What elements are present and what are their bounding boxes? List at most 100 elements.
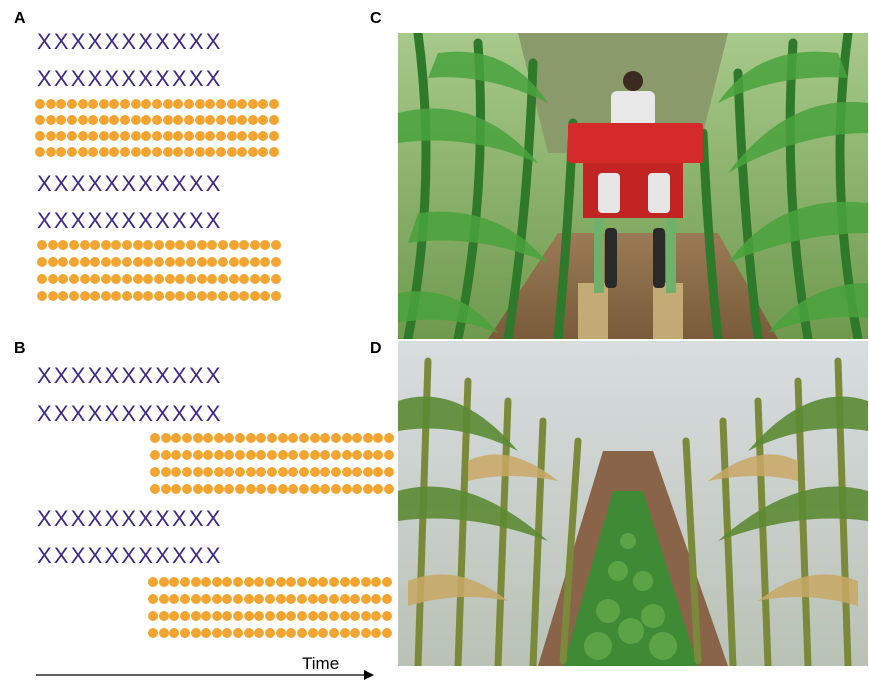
soybean-plant-dot	[171, 450, 182, 460]
soybean-plant-dot	[330, 450, 341, 460]
soybean-row	[150, 484, 395, 494]
tractor-maize-illustration	[398, 33, 868, 339]
soybean-plant-dot	[298, 467, 309, 477]
soybean-plant-dot	[296, 628, 307, 638]
soybean-plant-dot	[307, 577, 318, 587]
soybean-plant-dot	[298, 450, 309, 460]
soybean-plant-dot	[77, 99, 88, 109]
soybean-plant-dot	[256, 467, 267, 477]
soybean-plant-dot	[194, 115, 205, 125]
soybean-plant-dot	[122, 240, 133, 250]
soybean-plant-dot	[260, 291, 271, 301]
soybean-plant-dot	[330, 467, 341, 477]
soybean-plant-dot	[77, 147, 88, 157]
soybean-plant-dot	[320, 450, 331, 460]
soybean-plant-dot	[109, 131, 120, 141]
soybean-plant-dot	[341, 484, 352, 494]
soybean-plant-dot	[77, 131, 88, 141]
soybean-plant-dot	[318, 628, 329, 638]
soybean-plant-dot	[132, 291, 143, 301]
soybean-row	[35, 147, 280, 157]
soybean-plant-dot	[205, 131, 216, 141]
soybean-plant-dot	[158, 628, 169, 638]
soybean-plant-dot	[203, 433, 214, 443]
soybean-plant-dot	[130, 147, 141, 157]
soybean-plant-dot	[339, 577, 350, 587]
soybean-plant-dot	[190, 611, 201, 621]
soybean-plant-dot	[360, 577, 371, 587]
soybean-plant-dot	[203, 467, 214, 477]
soybean-plant-dot	[247, 147, 258, 157]
soybean-plant-dot	[58, 291, 69, 301]
soybean-plant-dot	[215, 131, 226, 141]
soybean-plant-dot	[88, 99, 99, 109]
soybean-plant-dot	[267, 433, 278, 443]
soybean-plant-dot	[100, 274, 111, 284]
soybean-plant-dot	[217, 240, 228, 250]
soybean-plant-dot	[256, 433, 267, 443]
soybean-row	[148, 594, 393, 604]
maize-row: XXXXXXXXXXX	[37, 208, 223, 233]
soybean-plant-dot	[35, 115, 45, 125]
soybean-plant-dot	[143, 274, 154, 284]
soybean-plant-dot	[275, 628, 286, 638]
soybean-plant-dot	[258, 115, 269, 125]
soybean-plant-dot	[154, 240, 165, 250]
soybean-plant-dot	[148, 594, 158, 604]
soybean-plant-dot	[194, 99, 205, 109]
soybean-plant-dot	[152, 131, 163, 141]
soybean-plant-dot	[213, 484, 224, 494]
soybean-plant-dot	[269, 115, 280, 125]
soybean-plant-dot	[88, 131, 99, 141]
soybean-plant-dot	[222, 594, 233, 604]
soybean-plant-dot	[207, 240, 218, 250]
soybean-plant-dot	[185, 274, 196, 284]
soybean-plant-dot	[265, 628, 276, 638]
soybean-plant-dot	[275, 611, 286, 621]
soybean-plant-dot	[235, 484, 246, 494]
soybean-plant-dot	[245, 433, 256, 443]
soybean-plant-dot	[320, 433, 331, 443]
soybean-plant-dot	[185, 257, 196, 267]
soybean-plant-dot	[288, 433, 299, 443]
soybean-plant-dot	[164, 240, 175, 250]
soybean-plant-dot	[362, 467, 373, 477]
soybean-plant-dot	[320, 467, 331, 477]
soybean-plant-dot	[254, 611, 265, 621]
maize-row: XXXXXXXXXXX	[37, 29, 223, 54]
soybean-plant-dot	[173, 99, 184, 109]
soybean-plant-dot	[181, 467, 192, 477]
maize-row: XXXXXXXXXXX	[37, 66, 223, 91]
soybean-plant-dot	[373, 450, 384, 460]
soybean-plant-dot	[360, 628, 371, 638]
soybean-plant-dot	[352, 433, 363, 443]
soybean-plant-dot	[228, 291, 239, 301]
soybean-plant-dot	[265, 594, 276, 604]
soybean-plant-dot	[298, 484, 309, 494]
soybean-plant-dot	[175, 257, 186, 267]
soybean-plant-dot	[222, 611, 233, 621]
soybean-plant-dot	[245, 467, 256, 477]
soybean-plant-dot	[162, 131, 173, 141]
soybean-plant-dot	[226, 99, 237, 109]
soybean-plant-dot	[224, 450, 235, 460]
soybean-plant-dot	[271, 240, 282, 250]
soybean-plant-dot	[77, 115, 88, 125]
maize-row: XXXXXXXXXXX	[37, 543, 223, 568]
soybean-plant-dot	[88, 115, 99, 125]
soybean-plant-dot	[243, 594, 254, 604]
maize-row: XXXXXXXXXXX	[37, 363, 223, 388]
soybean-plant-dot	[296, 577, 307, 587]
soybean-plant-dot	[269, 99, 280, 109]
soybean-plant-dot	[164, 257, 175, 267]
soybean-row	[150, 433, 395, 443]
soybean-plant-dot	[211, 594, 222, 604]
soybean-plant-dot	[233, 577, 244, 587]
soybean-plant-dot	[150, 484, 160, 494]
soybean-plant-dot	[35, 147, 45, 157]
soybean-plant-dot	[179, 611, 190, 621]
soybean-plant-dot	[47, 257, 58, 267]
soybean-row	[35, 115, 280, 125]
soybean-plant-dot	[384, 433, 395, 443]
soybean-plant-dot	[56, 147, 67, 157]
